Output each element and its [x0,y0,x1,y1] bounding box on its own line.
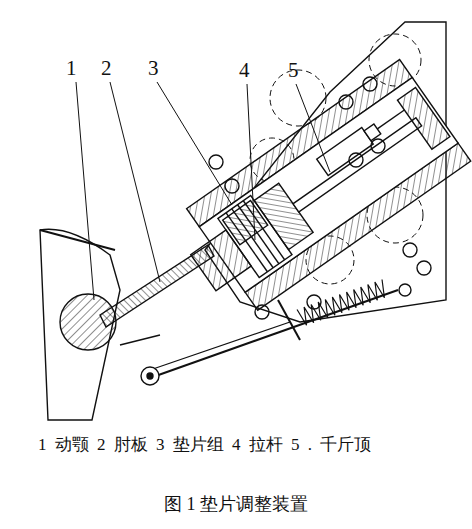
callout-number: 3 [148,58,159,79]
spring [297,280,384,326]
figure-caption: 图 1 垫片调整装置 [0,492,472,516]
slide-block [254,183,313,249]
leader-lines [76,82,330,300]
jack [317,128,374,176]
callout-number: 2 [101,58,112,79]
adjust-assembly [168,60,471,324]
tension-rod [150,290,398,378]
part-key: 1 动颚 2 肘板 3 垫片组 4 拉杆 5 . 千斤顶 [38,432,468,458]
rod-pin [141,367,159,385]
pull-rod [293,118,422,212]
callout-number: 5 [288,60,299,81]
callout-number: 4 [239,60,250,81]
bolts [209,77,431,319]
toggle-plate [100,245,214,327]
machine-drawing [40,22,471,420]
callout-number: 1 [66,58,77,79]
